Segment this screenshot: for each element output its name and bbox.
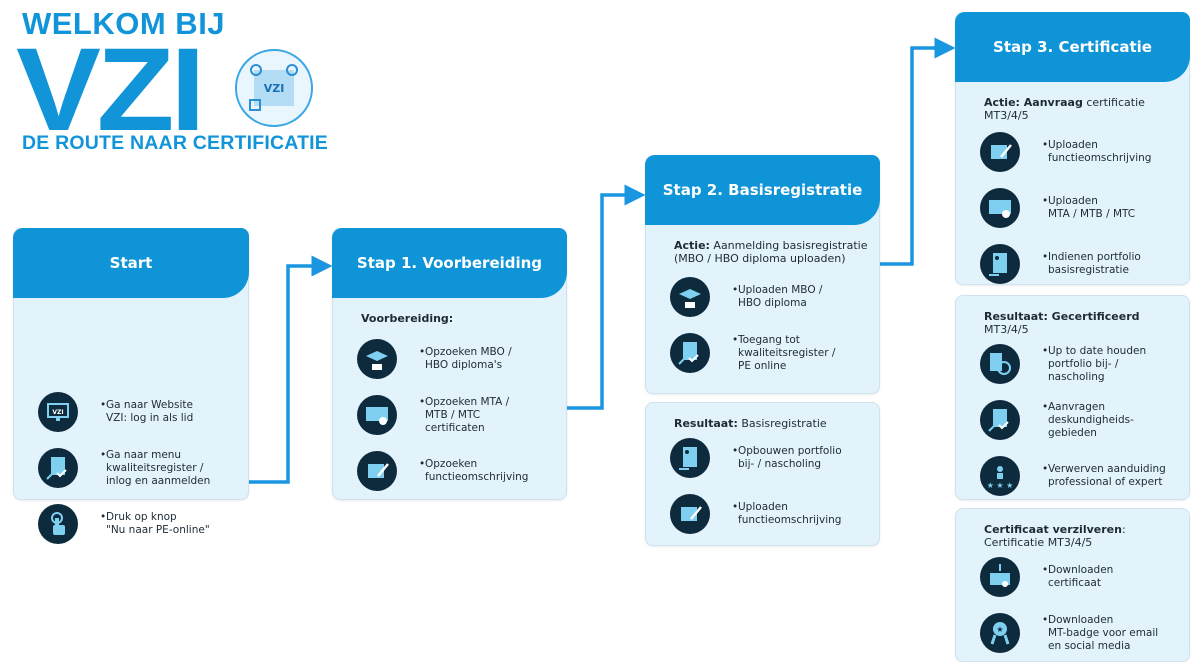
svg-text:VZI: VZI <box>52 409 63 416</box>
box-certificaat: Certificaat verzilveren: Certificatie MT… <box>955 508 1190 662</box>
item-text: Opzoeken functieomschrijving <box>419 458 528 484</box>
section-text: Basisregistratie <box>737 417 827 430</box>
item-text: Downloaden certificaat <box>1042 564 1113 590</box>
list-item: VZI Ga naar Website VZI: log in als lid <box>38 384 248 440</box>
certificate-icon <box>980 188 1020 228</box>
svg-text:★ ★ ★: ★ ★ ★ <box>987 481 1014 490</box>
section-heading: Resultaat: Gecertificeerd MT3/4/5 <box>984 296 1189 336</box>
box-title: Start <box>13 228 249 298</box>
document-check-icon <box>38 448 78 488</box>
person-stars-icon: ★ ★ ★ <box>980 456 1020 496</box>
item-text: Toegang tot kwaliteitsregister / PE onli… <box>732 334 835 373</box>
section-label: Actie: Aanvraag <box>984 96 1083 109</box>
item-text: Druk op knop "Nu naar PE-online" <box>100 511 210 537</box>
list-item: Downloaden certificaat <box>980 549 1189 605</box>
item-text: Up to date houden portfolio bij- / nasch… <box>1042 345 1146 384</box>
list-item: Opbouwen portfolio bij- / nascholing <box>670 430 879 486</box>
section-label: Certificaat verzilveren <box>984 523 1122 536</box>
item-text: Uploaden MBO / HBO diploma <box>732 284 822 310</box>
box-stap2-result: Resultaat: BasisregistratieOpbouwen port… <box>645 402 880 546</box>
svg-text:★: ★ <box>996 625 1003 634</box>
portfolio-refresh-icon <box>980 344 1020 384</box>
section-heading: Certificaat verzilveren: Certificatie MT… <box>984 509 1189 549</box>
download-certificate-icon <box>980 557 1020 597</box>
section-text: MT3/4/5 <box>984 323 1029 336</box>
section-text: Aanmelding basisregistratie (MBO / HBO d… <box>674 239 868 265</box>
box-title: Stap 3. Certificatie <box>955 12 1190 82</box>
svg-text:VZI: VZI <box>264 82 285 95</box>
section-label: Actie: <box>674 239 710 252</box>
document-edit-icon <box>357 451 397 491</box>
list-item: Aanvragen deskundigheids- gebieden <box>980 392 1189 448</box>
list-item: ★ Downloaden MT-badge voor email en socia… <box>980 605 1189 661</box>
item-text: Ga naar menu kwaliteitsregister / inlog … <box>100 449 210 488</box>
item-text: Uploaden MTA / MTB / MTC <box>1042 195 1135 221</box>
section-label: Resultaat: <box>674 417 738 430</box>
section-heading: Actie: Aanmelding basisregistratie (MBO … <box>674 225 879 265</box>
item-text: Verwerven aanduiding professional of exp… <box>1042 463 1166 489</box>
qr-code-icon[interactable]: VZI <box>234 48 314 128</box>
item-text: Opzoeken MTA / MTB / MTC certificaten <box>419 396 509 435</box>
section-label: Voorbereiding: <box>361 312 454 325</box>
item-text: Opzoeken MBO / HBO diploma's <box>419 346 512 372</box>
arrow-stap1-to-stap2 <box>565 184 646 410</box>
list-item: Opzoeken MTA / MTB / MTC certificaten <box>357 387 566 443</box>
section-heading: Actie: Aanvraag certificatie MT3/4/5 <box>984 82 1189 122</box>
section-text: certificatie MT3/4/5 <box>984 96 1145 122</box>
document-check-icon <box>980 400 1020 440</box>
list-item: Ga naar menu kwaliteitsregister / inlog … <box>38 440 248 496</box>
document-check-icon <box>670 333 710 373</box>
logo-tagline: DE ROUTE NAAR CERTIFICATIE <box>22 132 329 154</box>
document-edit-icon <box>980 132 1020 172</box>
badge-icon: ★ <box>980 613 1020 653</box>
box-title: Stap 2. Basisregistratie <box>645 155 880 225</box>
section-heading: Resultaat: Basisregistratie <box>674 403 879 430</box>
item-text: Aanvragen deskundigheids- gebieden <box>1042 401 1134 440</box>
section-text: : Certificatie MT3/4/5 <box>984 523 1126 549</box>
list-item: ★ ★ ★ Verwerven aanduiding professional o… <box>980 448 1189 504</box>
list-item: Opzoeken MBO / HBO diploma's <box>357 331 566 387</box>
graduation-icon <box>357 339 397 379</box>
list-item: Up to date houden portfolio bij- / nasch… <box>980 336 1189 392</box>
portfolio-icon <box>980 244 1020 284</box>
section-heading: Voorbereiding: <box>361 298 566 325</box>
item-text: Indienen portfolio basisregistratie <box>1042 251 1141 277</box>
monitor-icon: VZI <box>38 392 78 432</box>
list-item: Druk op knop "Nu naar PE-online" <box>38 496 248 552</box>
graduation-icon <box>670 277 710 317</box>
portfolio-icon <box>670 438 710 478</box>
list-item: Toegang tot kwaliteitsregister / PE onli… <box>670 325 879 381</box>
box-stap3-result: Resultaat: Gecertificeerd MT3/4/5 Up to d… <box>955 295 1190 500</box>
list-item: Indienen portfolio basisregistratie <box>980 236 1189 292</box>
certificate-icon <box>357 395 397 435</box>
item-text: Opbouwen portfolio bij- / nascholing <box>732 445 842 471</box>
list-item: Opzoeken functieomschrijving <box>357 443 566 499</box>
arrow-stap2-to-stap3 <box>878 37 956 266</box>
item-text: Downloaden MT-badge voor email en social… <box>1042 614 1158 653</box>
list-item: Uploaden functieomschrijving <box>980 124 1189 180</box>
list-item: Uploaden MTA / MTB / MTC <box>980 180 1189 236</box>
arrow-start-to-stap1 <box>247 255 333 484</box>
document-edit-icon <box>670 494 710 534</box>
item-text: Uploaden functieomschrijving <box>732 501 841 527</box>
list-item: Uploaden functieomschrijving <box>670 486 879 542</box>
hand-pointer-icon <box>38 504 78 544</box>
item-text: Ga naar Website VZI: log in als lid <box>100 399 193 425</box>
logo-brand: VZI <box>16 24 206 156</box>
section-label: Resultaat: Gecertificeerd <box>984 310 1140 323</box>
list-item: Uploaden MBO / HBO diploma <box>670 269 879 325</box>
item-text: Uploaden functieomschrijving <box>1042 139 1151 165</box>
box-title: Stap 1. Voorbereiding <box>332 228 567 298</box>
logo-welcome: WELKOM BIJ <box>22 6 226 41</box>
